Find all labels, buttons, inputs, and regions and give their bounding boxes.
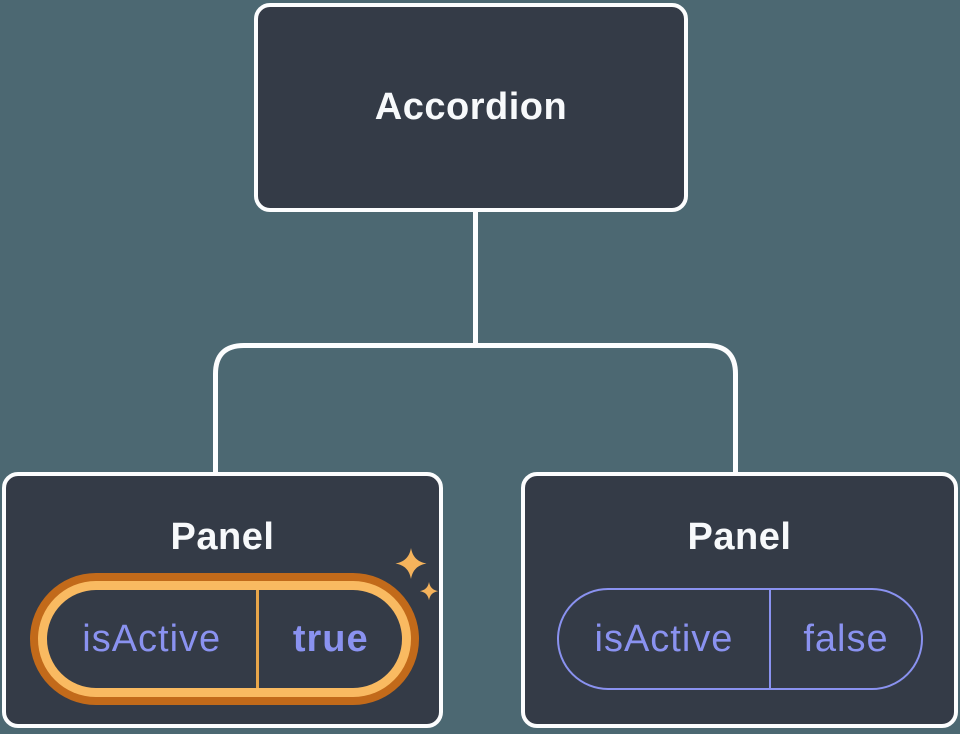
node-accordion: Accordion: [254, 3, 688, 212]
state-key: isActive: [82, 617, 222, 660]
sparkles-icon: [395, 548, 439, 601]
state-pill-active-highlight-ring: isActive true: [30, 573, 419, 705]
node-panel-active: Panel isActive true: [2, 472, 443, 728]
state-value: true: [292, 617, 369, 660]
node-panel-inactive-label: Panel: [687, 516, 792, 558]
state-pill-inactive: isActive false: [557, 588, 923, 690]
state-key: isActive: [594, 617, 734, 660]
state-pill-divider: [256, 590, 260, 688]
node-panel-active-label: Panel: [170, 516, 275, 558]
node-accordion-label: Accordion: [374, 86, 568, 128]
state-pill-active-gold-ring: isActive true: [38, 581, 411, 697]
state-pill-divider: [768, 590, 771, 688]
node-panel-inactive: Panel isActive false: [521, 472, 958, 728]
state-pill-active: isActive true: [47, 590, 402, 688]
state-value: false: [803, 617, 889, 660]
